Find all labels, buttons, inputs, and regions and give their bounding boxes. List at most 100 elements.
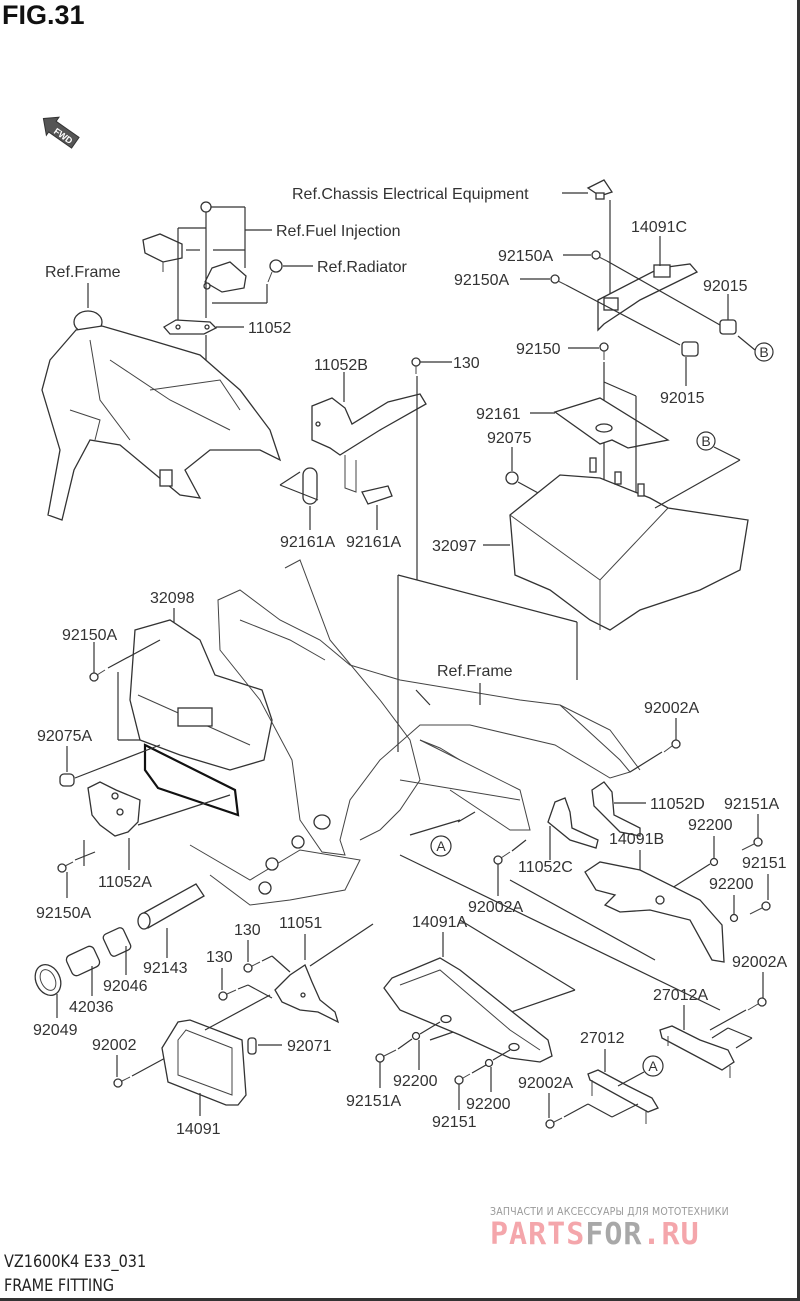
bracket-11052 <box>162 319 218 335</box>
bolt-92150 <box>599 342 609 360</box>
washer-92200 <box>709 857 719 867</box>
part-92161A-1: 92161A <box>280 534 335 551</box>
part-92161A-2: 92161A <box>346 534 401 551</box>
bolt-92151A <box>375 1049 397 1063</box>
bracket-11052D <box>591 781 641 837</box>
gasket-ecu <box>143 743 240 817</box>
part-92150A-4: 92150A <box>36 905 91 922</box>
part-92151A-2: 92151A <box>346 1093 401 1110</box>
part-32097: 32097 <box>432 538 477 555</box>
bolt-92151 <box>749 901 771 915</box>
part-11052: 11052 <box>248 320 291 337</box>
callout-B: B <box>696 431 716 451</box>
part-11052C: 11052C <box>518 859 573 876</box>
part-92002: 92002 <box>92 1037 137 1054</box>
ref-frame-mid: Ref.Frame <box>437 663 513 680</box>
part-11051: 11051 <box>279 915 322 932</box>
part-92002A-1: 92002A <box>644 700 699 717</box>
watermark-brand-part2: FOR <box>585 1217 643 1252</box>
part-14091A: 14091A <box>412 914 467 931</box>
chassis-electrical-clip <box>586 179 614 200</box>
ref-fuel-injection: Ref.Fuel Injection <box>276 223 401 240</box>
washer-92200 <box>729 913 739 923</box>
part-42036: 42036 <box>69 999 114 1016</box>
watermark-brand-part1: PARTS <box>490 1217 586 1252</box>
part-92151-1: 92151 <box>742 855 787 872</box>
section-title: FRAME FITTING <box>4 1276 115 1296</box>
seal-92049 <box>34 963 62 997</box>
ecu-case-32098 <box>129 619 273 771</box>
bolt-92002A <box>493 851 511 865</box>
svg-text:A: A <box>648 1058 658 1074</box>
collar-92015 <box>681 341 699 357</box>
collar-42036 <box>65 945 101 977</box>
ref-radiator: Ref.Radiator <box>317 259 407 276</box>
part-92049: 92049 <box>33 1022 78 1039</box>
pipe-92143 <box>137 883 205 930</box>
svg-text:B: B <box>701 433 710 449</box>
step-bracket-27012A <box>659 1025 735 1078</box>
bracket-11051 <box>274 964 340 1024</box>
part-92075: 92075 <box>487 430 532 447</box>
part-92161: 92161 <box>476 406 521 423</box>
bolt-130 <box>243 961 261 973</box>
step-bracket-27012 <box>587 1069 659 1124</box>
part-32098: 32098 <box>150 590 195 607</box>
fuel-injection-sensor <box>142 233 183 272</box>
pad-92161A <box>361 485 393 505</box>
model-code: VZ1600K4 E33_031 <box>4 1252 147 1272</box>
cover-14091A <box>383 957 553 1063</box>
part-27012: 27012 <box>580 1030 625 1047</box>
callout-A: A <box>642 1055 664 1077</box>
part-92151A-1: 92151A <box>724 796 779 813</box>
part-92002A-3: 92002A <box>732 954 787 971</box>
part-92151-2: 92151 <box>432 1114 477 1131</box>
bolt-92002A <box>747 997 767 1011</box>
fwd-arrow-icon: FWD <box>42 116 80 149</box>
part-92200-1: 92200 <box>688 817 733 834</box>
bolt-92151 <box>454 1073 471 1085</box>
figure-title: FIG.31 <box>2 0 85 30</box>
radiator-clamp <box>267 259 283 283</box>
part-92200-2: 92200 <box>709 876 754 893</box>
part-92200-4: 92200 <box>466 1096 511 1113</box>
battery-case-32097 <box>509 457 749 631</box>
washer-92200 <box>484 1058 494 1068</box>
part-92002A-4: 92002A <box>518 1075 573 1092</box>
grommet-92071 <box>247 1037 257 1055</box>
part-92002A-2: 92002A <box>468 899 523 916</box>
part-130-b: 130 <box>206 949 233 966</box>
part-14091B: 14091B <box>609 831 664 848</box>
part-14091: 14091 <box>176 1121 221 1138</box>
bolt-130 <box>218 989 237 1001</box>
ref-chassis-electrical: Ref.Chassis Electrical Equipment <box>292 186 529 203</box>
ref-frame-top: Ref.Frame <box>45 264 121 281</box>
callout-B: B <box>754 342 774 362</box>
frame-front-view <box>41 310 282 521</box>
cover-14091C <box>597 263 699 332</box>
watermark-logo: PARTSFOR.RU <box>490 1217 700 1252</box>
bracket-11052A <box>87 781 141 837</box>
bolt-130 <box>411 357 421 374</box>
bolt-92150A <box>57 861 74 873</box>
part-92150A-2: 92150A <box>454 272 509 289</box>
part-11052B: 11052B <box>314 357 368 374</box>
svg-text:B: B <box>759 344 768 360</box>
bracket-11052C <box>547 797 599 849</box>
part-11052A: 11052A <box>98 874 152 891</box>
bracket-11052B <box>311 393 427 493</box>
part-92150A-1: 92150A <box>498 248 553 265</box>
grommet-92075 <box>505 471 519 485</box>
main-frame <box>189 559 641 906</box>
part-92071: 92071 <box>287 1038 332 1055</box>
washer-92200 <box>411 1031 421 1041</box>
bolt-92150A <box>550 274 567 286</box>
nut-icon <box>200 201 212 213</box>
watermark-brand-part3: .RU <box>642 1217 700 1252</box>
part-130-a: 130 <box>234 922 261 939</box>
part-92143: 92143 <box>143 960 188 977</box>
part-92200-3: 92200 <box>393 1073 438 1090</box>
part-27012A: 27012A <box>653 987 708 1004</box>
part-92150: 92150 <box>516 341 561 358</box>
part-130-top: 130 <box>453 355 480 372</box>
